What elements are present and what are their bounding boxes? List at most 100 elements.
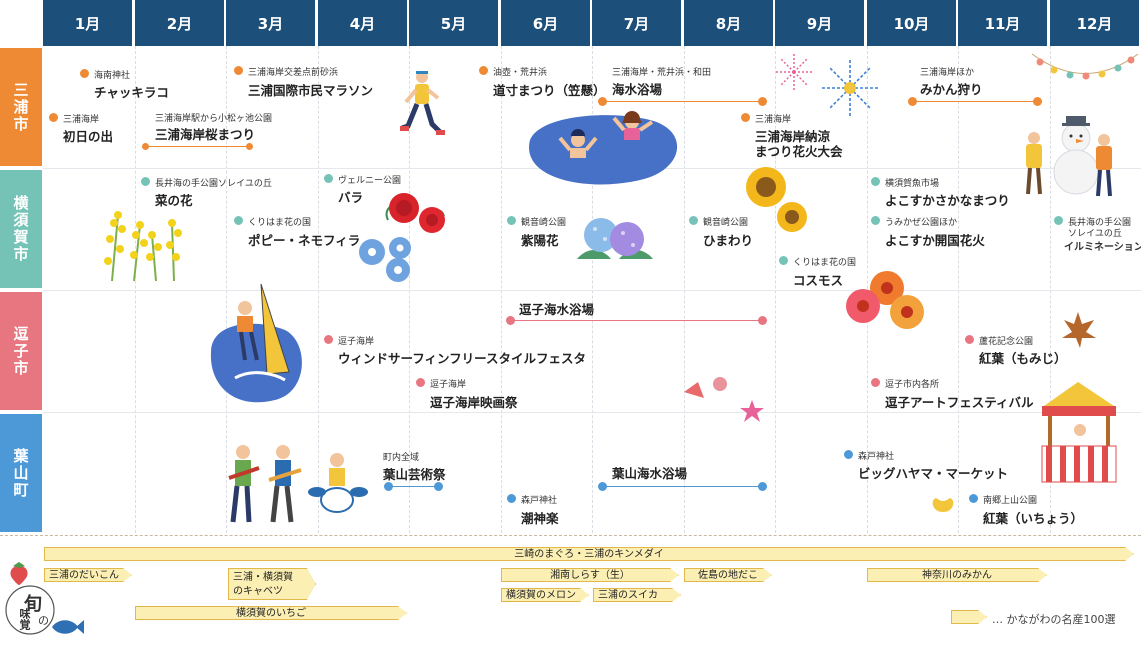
event-marker <box>507 494 516 503</box>
month-feb: 2月 <box>135 0 224 46</box>
event-title: 紫陽花 <box>521 233 559 248</box>
event-period-end <box>758 482 767 491</box>
event-marker <box>49 113 58 122</box>
fish-icon <box>52 620 84 634</box>
food-dango: 佐島の地だこ <box>684 568 772 582</box>
month-header: 1月 2月 3月 4月 5月 6月 7月 8月 9月 10月 11月 12月 <box>43 0 1141 46</box>
event-location: 三浦海岸駅から小松ヶ池公園 <box>155 114 273 124</box>
grid-line <box>958 46 959 533</box>
event-marker <box>416 378 425 387</box>
event-location: 三浦海岸交差点前砂浜 <box>248 68 339 78</box>
speech-bubble-icon <box>5 585 55 635</box>
event-period-line <box>602 101 762 102</box>
shun-label-no: の <box>38 614 49 627</box>
event-period-line <box>389 486 439 487</box>
event-marker <box>479 66 488 75</box>
event-period-end <box>1033 97 1042 106</box>
region-zushi: 逗子市 <box>0 292 42 410</box>
event-marker <box>80 69 89 78</box>
event-marker <box>779 256 788 265</box>
event-title: まつり花火大会 <box>755 144 843 159</box>
event-location: ソレイユの丘 <box>1068 229 1122 239</box>
sunflower-icon <box>746 167 807 232</box>
month-may: 5月 <box>409 0 498 46</box>
event-title: 潮神楽 <box>521 511 559 526</box>
food-shirasu: 湘南しらす（生） <box>501 568 679 582</box>
event-location: 観音崎公園 <box>521 218 567 228</box>
strawberry-icon <box>10 562 28 585</box>
grid-line <box>1050 46 1051 533</box>
seashell-icon <box>684 377 764 422</box>
event-location: 蘆花記念公園 <box>979 337 1034 347</box>
event-location: 長井海の手公園 <box>1068 218 1132 228</box>
event-title: イルミネーション <box>1064 242 1141 253</box>
event-period-start <box>142 143 149 150</box>
event-marker <box>871 378 880 387</box>
event-marker <box>1054 216 1063 225</box>
event-location: 横須賀魚市場 <box>885 179 940 189</box>
event-location: 逗子海岸 <box>430 380 467 390</box>
windsurfer-icon <box>210 283 302 403</box>
month-mar: 3月 <box>226 0 315 46</box>
section-separator <box>0 535 1141 536</box>
event-period-start <box>908 97 917 106</box>
grid-line <box>318 46 319 533</box>
rapeseed-flower-icon <box>104 211 182 282</box>
event-marker <box>965 335 974 344</box>
hydrangea-icon <box>577 218 653 259</box>
rose-icon <box>385 193 445 233</box>
event-period-end <box>758 97 767 106</box>
event-location: 森戸神社 <box>521 496 558 506</box>
event-location: ヴェルニー公園 <box>338 176 402 186</box>
ginkgo-leaf-icon <box>932 498 954 524</box>
event-title: 逗子海岸映画祭 <box>430 395 518 410</box>
event-title: 菜の花 <box>155 193 193 208</box>
event-title: ひまわり <box>703 233 754 248</box>
event-marker <box>324 174 333 183</box>
grid-line <box>226 46 227 533</box>
event-location: 南郷上山公園 <box>983 496 1038 506</box>
event-marker <box>234 216 243 225</box>
event-period-start <box>598 97 607 106</box>
event-title: 海水浴場 <box>612 82 663 97</box>
food-melon: 横須賀のメロン <box>501 588 589 602</box>
event-title: コスモス <box>793 273 844 288</box>
event-title: 紅葉（いちょう） <box>983 511 1084 526</box>
event-title: よこすか開国花火 <box>885 233 985 248</box>
event-location: 観音崎公園 <box>703 218 749 228</box>
event-location: 長井海の手公園ソレイユの丘 <box>155 179 272 189</box>
event-title: よこすかさかなまつり <box>885 193 1010 208</box>
grid-line <box>775 46 776 533</box>
event-period-line <box>511 320 763 321</box>
event-title: 三浦海岸納涼 <box>755 129 831 144</box>
event-marker <box>324 335 333 344</box>
runner-icon <box>400 71 445 135</box>
event-title: みかん狩り <box>920 82 983 97</box>
event-marker <box>871 177 880 186</box>
event-title: バラ <box>338 190 364 205</box>
event-period-line <box>603 486 763 487</box>
shun-label-mikaku: 味覚 <box>18 608 31 630</box>
snowman-icon <box>1026 116 1112 197</box>
event-title: ウィンドサーフィンフリースタイルフェスタ <box>338 351 587 366</box>
event-title: 道寸まつり（笠懸） <box>493 83 606 98</box>
legend-swatch <box>951 610 987 624</box>
event-marker <box>741 113 750 122</box>
food-suika: 三浦のスイカ <box>593 588 681 602</box>
event-location: 逗子市内各所 <box>885 380 940 390</box>
event-period-start <box>384 482 393 491</box>
month-nov: 11月 <box>958 0 1047 46</box>
grid-line <box>684 46 685 533</box>
event-period-line <box>912 101 1037 102</box>
event-title: 三浦海岸桜まつり <box>155 127 256 142</box>
event-period-end <box>246 143 253 150</box>
event-title: 紅葉（もみじ） <box>979 351 1067 366</box>
region-miura: 三浦市 <box>0 48 42 166</box>
grid-line <box>867 46 868 533</box>
food-cabbage-line1: 三浦・横須賀 <box>233 572 293 583</box>
month-aug: 8月 <box>684 0 773 46</box>
event-location: 三浦海岸 <box>63 115 100 125</box>
month-jul: 7月 <box>592 0 681 46</box>
grid-line <box>501 46 502 533</box>
month-dec: 12月 <box>1050 0 1139 46</box>
